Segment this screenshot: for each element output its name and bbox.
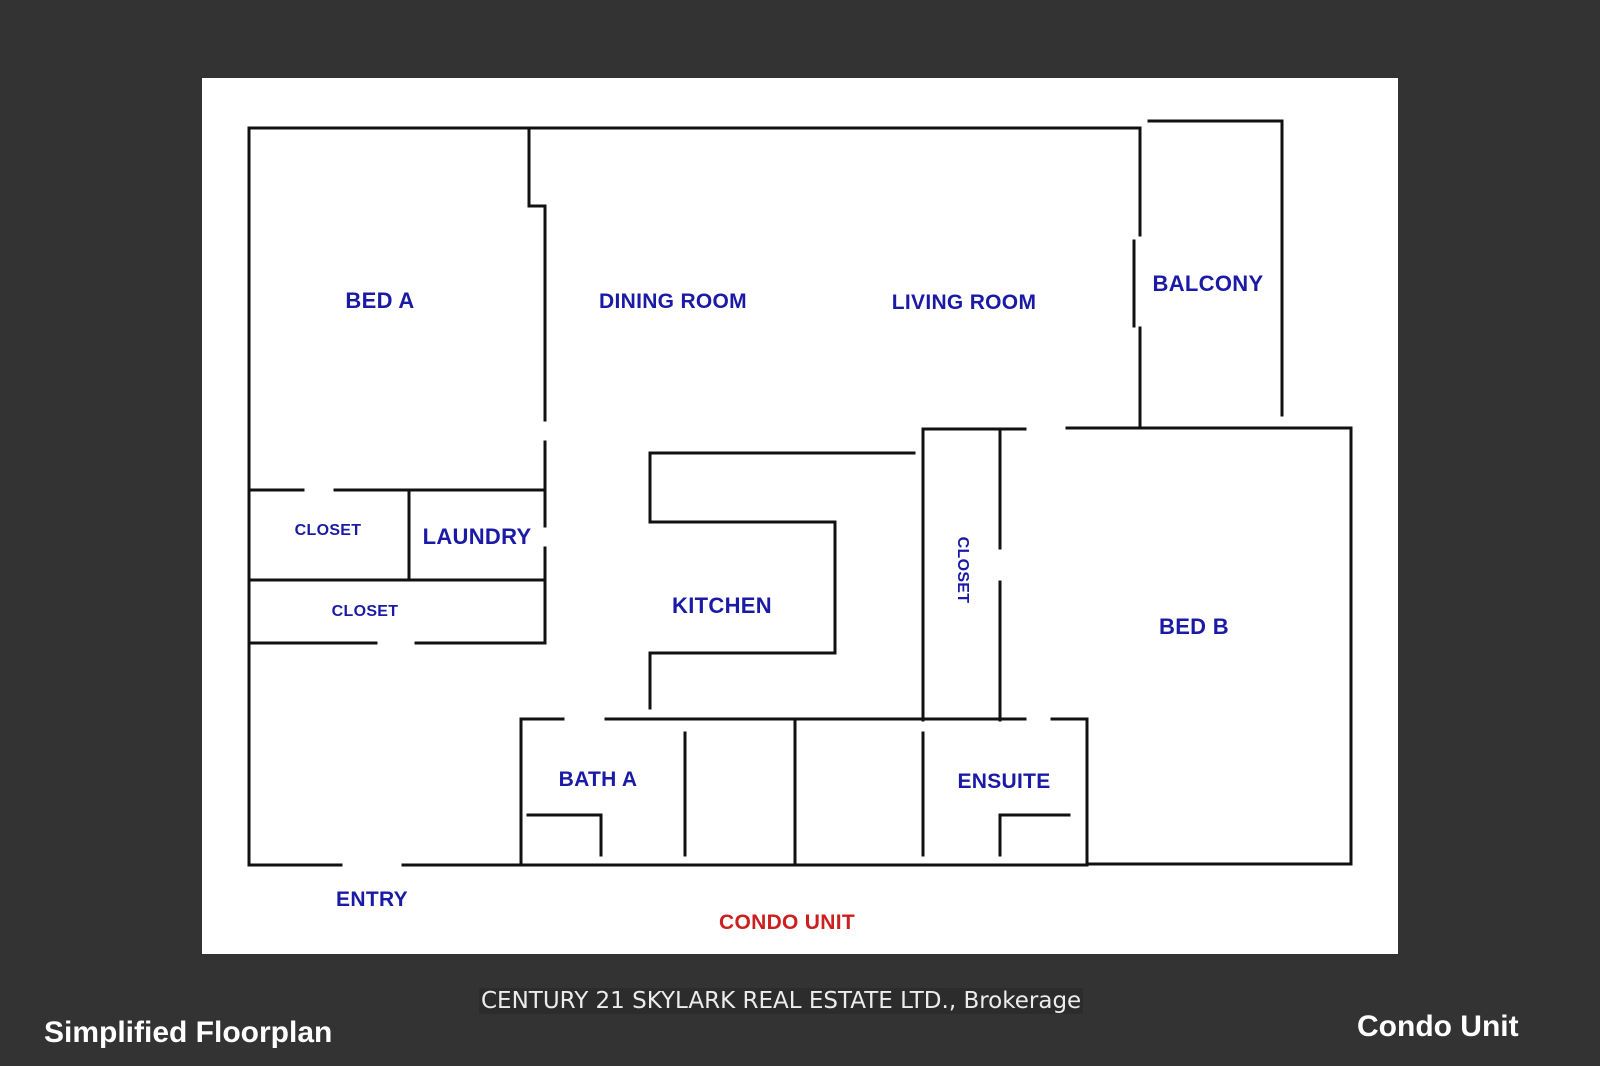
room-label-dining-room: DINING ROOM <box>599 290 747 313</box>
room-label-kitchen: KITCHEN <box>672 593 772 618</box>
room-label-entry: ENTRY <box>336 888 408 911</box>
floorplan-sheet <box>202 78 1398 954</box>
room-label-living-room: LIVING ROOM <box>891 291 1037 314</box>
footer-title-right: Condo Unit <box>1357 1010 1519 1043</box>
room-label-bed-b: BED B <box>1159 614 1229 639</box>
room-label-ensuite: ENSUITE <box>957 770 1051 793</box>
room-label-balcony: BALCONY <box>1152 271 1264 296</box>
room-label-bath-a: BATH A <box>558 768 638 791</box>
room-label-bed-a: BED A <box>345 288 415 313</box>
room-label-closet-3: CLOSET <box>954 536 971 604</box>
footer-title-left: Simplified Floorplan <box>44 1016 333 1049</box>
brokerage-credit: CENTURY 21 SKYLARK REAL ESTATE LTD., Bro… <box>479 988 1084 1014</box>
room-label-closet-1: CLOSET <box>294 522 362 539</box>
unit-caption: CONDO UNIT <box>719 911 855 934</box>
room-label-closet-2: CLOSET <box>331 603 399 620</box>
room-label-laundry: LAUNDRY <box>422 524 532 549</box>
